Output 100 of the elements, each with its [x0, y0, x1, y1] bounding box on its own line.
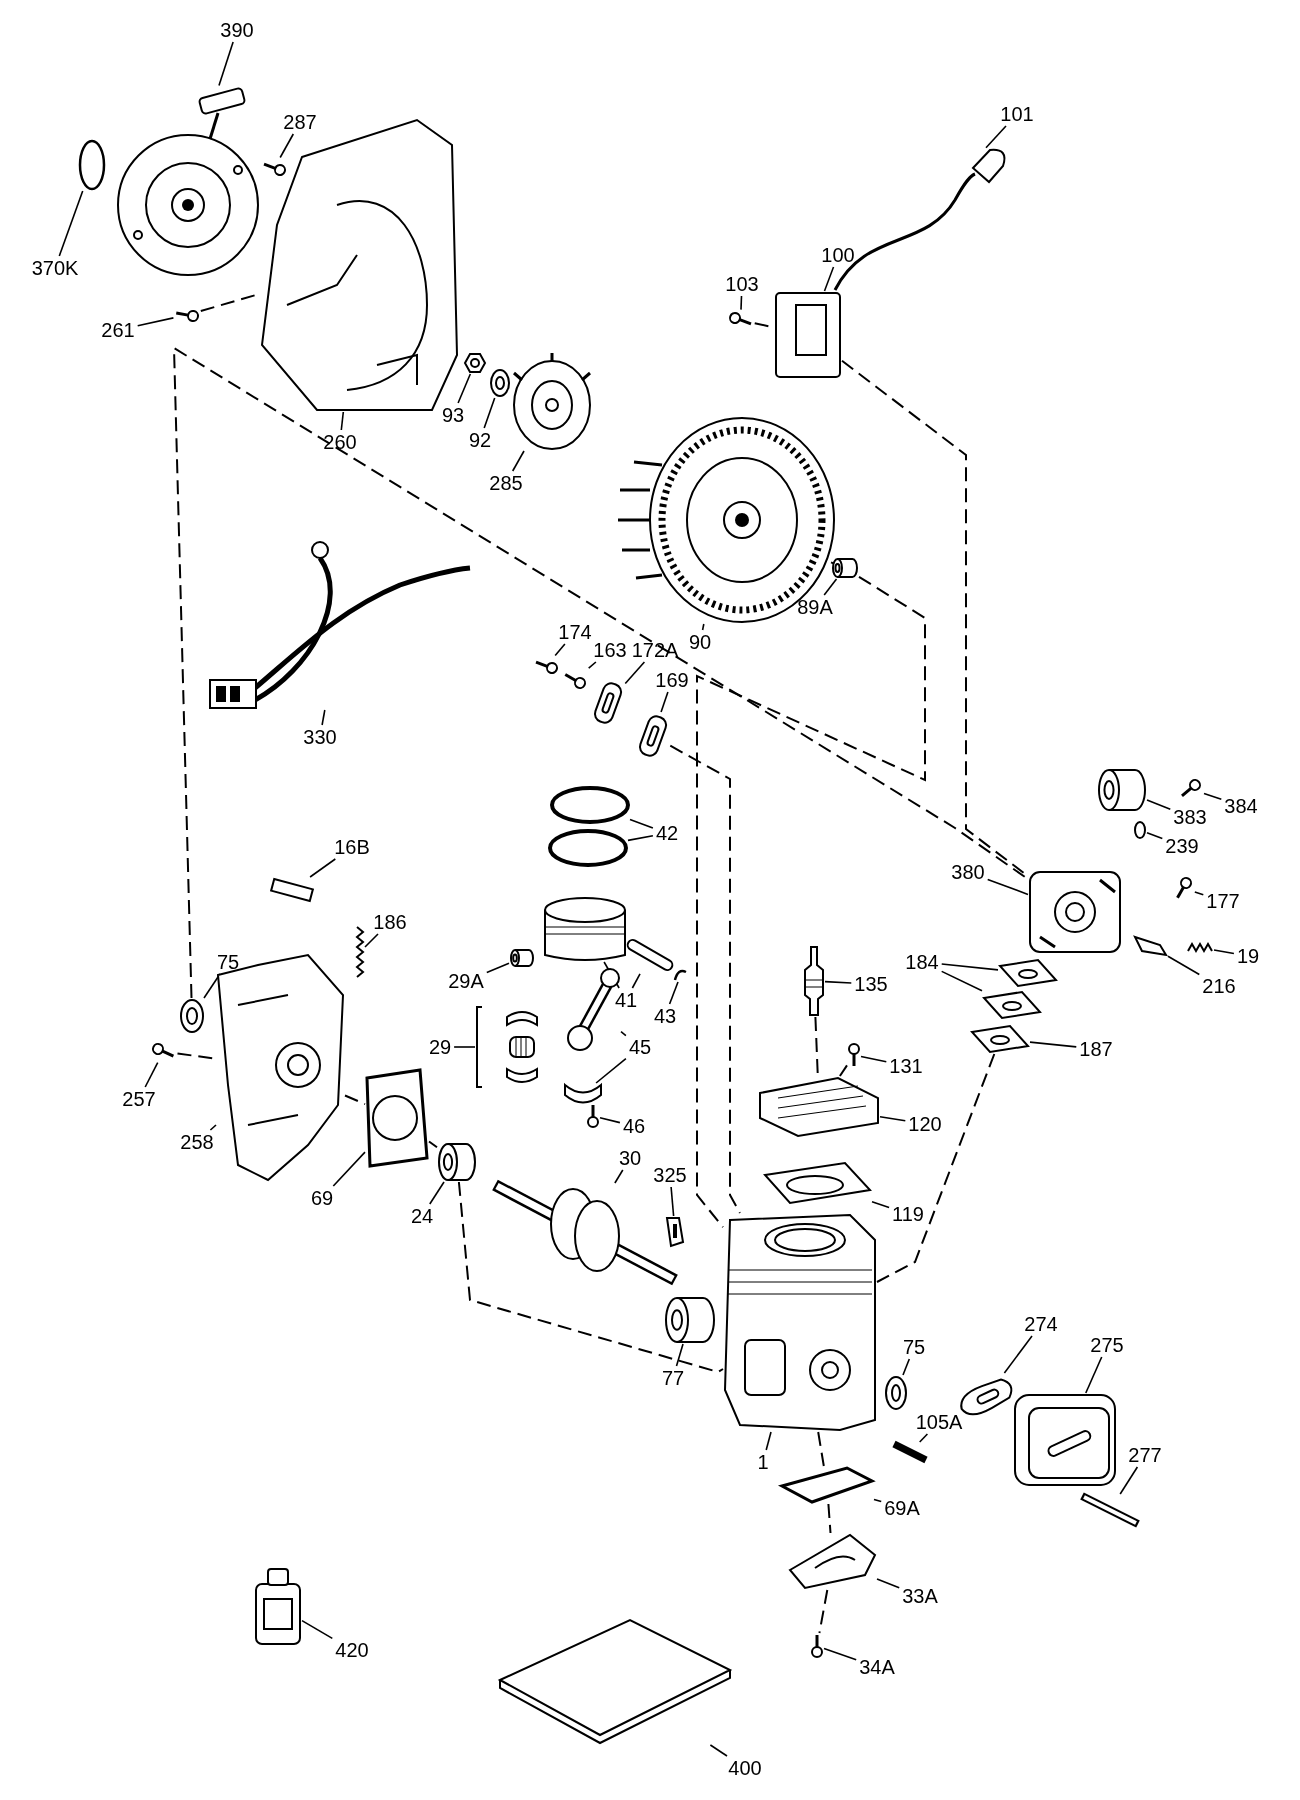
leader-line [823, 578, 838, 596]
clip-drawing [673, 969, 687, 981]
leader-line [1213, 949, 1235, 955]
screw-drawing [564, 673, 586, 689]
bearing-drawing [665, 1297, 715, 1343]
leader-line [709, 1744, 728, 1757]
leader-line [1085, 1356, 1103, 1394]
leader-line [740, 295, 743, 311]
washer-drawing [490, 369, 510, 397]
leader-line [860, 1055, 888, 1063]
leader-line [554, 643, 566, 657]
leader-line [429, 1181, 445, 1205]
leader-line [624, 661, 646, 685]
wire-harness-drawing [209, 541, 471, 709]
callout-number: 383 [1171, 806, 1209, 828]
leader-line [871, 1200, 890, 1209]
callout-number: 380 [949, 861, 987, 883]
flywheel-drawing [616, 417, 835, 623]
carburetor-drawing [1029, 871, 1121, 953]
reed-valve-drawing [665, 1217, 685, 1248]
assembly-line [827, 1503, 832, 1534]
booklet-drawing [497, 1618, 733, 1745]
leader-line [879, 1116, 907, 1122]
spring-drawing [355, 926, 365, 978]
leader-line [1146, 831, 1164, 840]
piston-ring-drawing [550, 786, 630, 824]
ignition-coil-drawing [775, 292, 841, 378]
callout-number: 90 [686, 631, 714, 653]
assembly-line [876, 1053, 996, 1283]
callout-number: 93 [439, 404, 467, 426]
nut-drawing [832, 558, 858, 578]
leader-line [218, 41, 234, 87]
bearing-drawing [438, 1143, 476, 1181]
screw-drawing [1181, 779, 1201, 798]
screw-drawing [1176, 877, 1192, 899]
muffler-drawing [1014, 1394, 1116, 1486]
leader-line [340, 411, 345, 431]
leader-line [1029, 1041, 1078, 1048]
leader-line [58, 190, 84, 257]
screw-drawing [535, 660, 558, 674]
gasket-drawing [763, 1161, 872, 1205]
screw-drawing [176, 310, 199, 322]
stud-drawing [892, 1440, 928, 1464]
callout-number: 43 [651, 1005, 679, 1027]
leader-line [486, 962, 510, 974]
leader-line [940, 970, 983, 992]
leader-line [603, 961, 620, 989]
callout-number: 42 [653, 822, 681, 844]
callout-number: 131 [887, 1055, 925, 1077]
assembly-line [838, 1064, 848, 1077]
callout-number: 30 [616, 1147, 644, 1169]
leader-line [823, 266, 835, 292]
callout-number: 103 [723, 273, 761, 295]
leader-line [660, 691, 669, 713]
leader-line [620, 1030, 627, 1037]
callout-number: 1 [755, 1451, 771, 1473]
gasket-drawing [982, 990, 1042, 1020]
recoil-starter-drawing [117, 86, 259, 276]
callout-number: 163 [591, 639, 629, 661]
starter-cup-drawing [512, 351, 592, 450]
oil-seal-drawing [180, 999, 204, 1033]
assembly-line [428, 1140, 438, 1149]
callout-number: 257 [120, 1088, 158, 1110]
callout-number: 24 [408, 1205, 436, 1227]
screw-drawing [263, 162, 286, 176]
callout-number: 390 [218, 19, 256, 41]
oil-seal-drawing [885, 1376, 907, 1410]
leader-line [587, 661, 597, 669]
lever-drawing [1133, 935, 1168, 957]
callout-number: 239 [1163, 835, 1201, 857]
callout-number: 75 [900, 1336, 928, 1358]
leader-line [1003, 1335, 1033, 1374]
callout-number: 261 [99, 319, 137, 341]
callout-number: 400 [726, 1757, 764, 1779]
leader-line [332, 1151, 366, 1187]
callout-number: 19 [1234, 945, 1262, 967]
rod-cap-drawing [564, 1084, 602, 1104]
gasket-drawing [1134, 821, 1146, 839]
spring-drawing [1187, 942, 1213, 953]
callout-number: 46 [620, 1115, 648, 1137]
leader-line [209, 1124, 217, 1131]
gasket-drawing [998, 958, 1058, 988]
leader-line [631, 973, 641, 989]
cover-plate-drawing [788, 1533, 877, 1590]
callout-number: 169 [653, 669, 691, 691]
bottle-drawing [255, 1568, 301, 1645]
air-horn-drawing [1098, 769, 1146, 811]
o-ring-drawing [78, 139, 106, 191]
leader-line [511, 450, 525, 472]
callout-number: 119 [890, 1203, 926, 1225]
callout-number: 75 [214, 951, 242, 973]
callout-number: 101 [998, 103, 1036, 125]
callout-number: 420 [333, 1639, 371, 1661]
callout-number: 41 [612, 989, 640, 1011]
spark-plug-drawing [804, 946, 824, 1016]
leader-line [1146, 799, 1172, 810]
assembly-line [457, 1181, 724, 1374]
callout-number: 187 [1077, 1038, 1115, 1060]
callout-number: 330 [301, 726, 339, 748]
leader-line [876, 1578, 900, 1589]
